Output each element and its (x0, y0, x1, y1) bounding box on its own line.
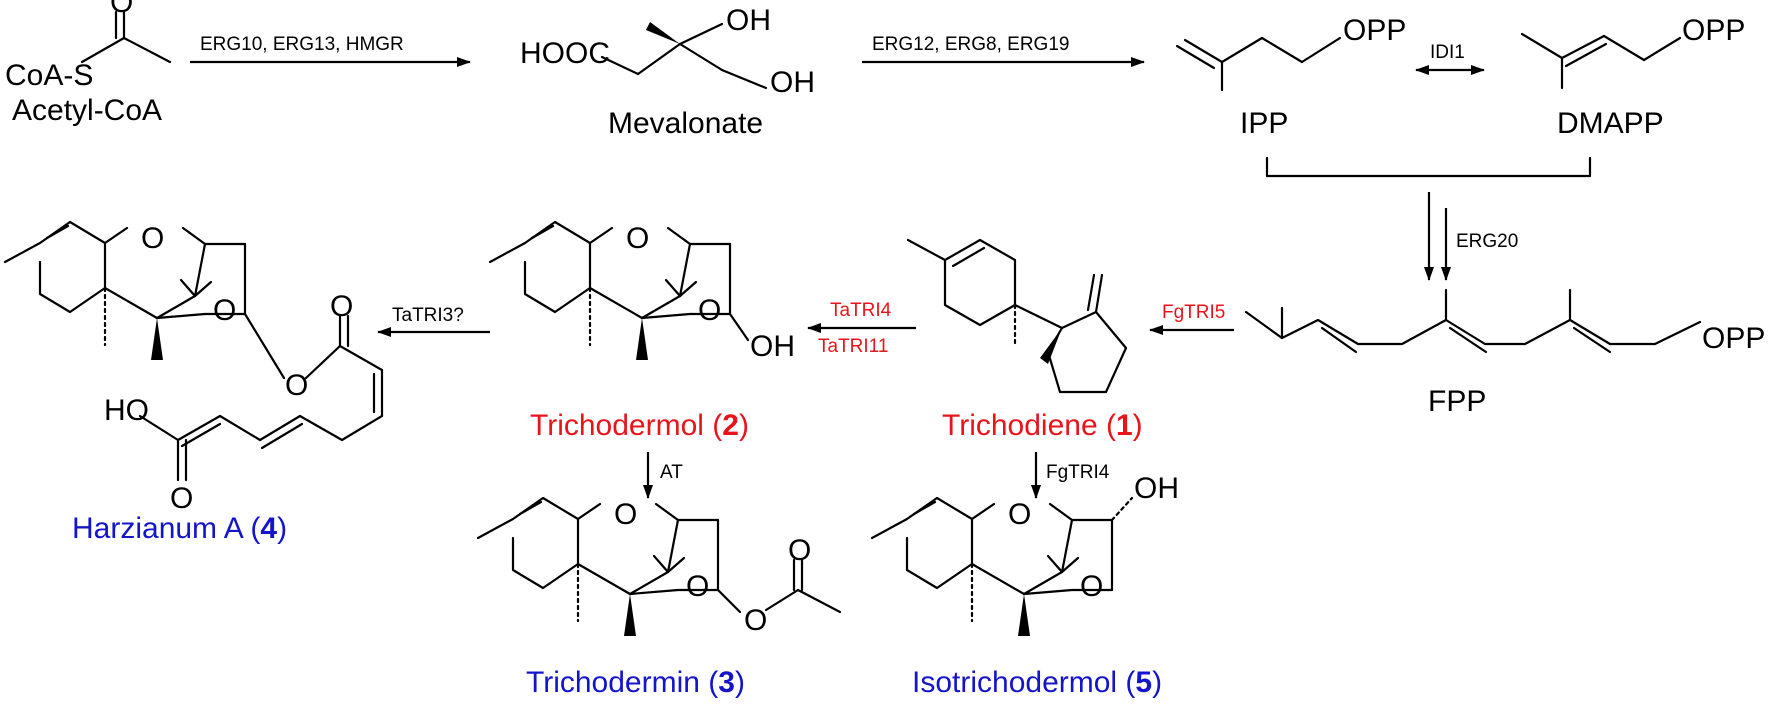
trichodermin-ester-o: O (744, 604, 767, 637)
ipp-label: IPP (1240, 107, 1288, 140)
acetyl-coa-structure: O CoA-S Acetyl-CoA (5, 0, 172, 127)
enzyme-tri4a: TaTRI4 (830, 300, 892, 321)
trichodermol-oh: OH (750, 330, 795, 363)
acetyl-coa-label: Acetyl-CoA (12, 94, 162, 127)
isotrichodermol-epoxide-o: O (1080, 570, 1103, 603)
fpp-structure: OPP FPP (1244, 288, 1765, 418)
enzyme-tri11: TaTRI11 (818, 336, 888, 357)
harzianum-carbonyl-o: O (330, 290, 353, 323)
harzianum-ester-o: O (285, 369, 308, 402)
enzyme-tri4b: FgTRI4 (1046, 462, 1110, 483)
harzianum-epoxide-o: O (213, 294, 236, 327)
harzianum-ring-o: O (141, 222, 164, 255)
trichodermol-structure: OH O O Trichodermol (2) (488, 220, 795, 442)
trichodermin-carbonyl-o: O (788, 534, 811, 567)
isotrichodermol-ring-o: O (1008, 498, 1031, 531)
harzianum-acid-o: O (170, 482, 193, 515)
dmapp-structure: OPP DMAPP (1520, 14, 1745, 140)
trichodermin-structure: O O O O Trichodermin (3) (476, 496, 842, 699)
enzyme-step2: ERG12, ERG8, ERG19 (872, 34, 1069, 55)
condensation-bracket (1265, 156, 1592, 178)
mevalonate-oh-right: OH (770, 66, 815, 99)
mevalonate-structure: HOOC OH OH Mevalonate (520, 4, 815, 140)
enzyme-at: AT (660, 462, 683, 483)
mevalonate-oh-top: OH (726, 4, 771, 37)
isotrichodermol-structure: O O OH Isotrichodermol (5) (870, 472, 1179, 699)
trichodermin-ring-o: O (614, 498, 637, 531)
harzianum-label: Harzianum A (4) (72, 512, 287, 545)
acetyl-coa-group: CoA-S (5, 59, 93, 92)
enzyme-tri3: TaTRI3? (392, 305, 464, 326)
trichodermin-label: Trichodermin (3) (526, 666, 745, 699)
dmapp-label: DMAPP (1557, 107, 1664, 140)
enzyme-step1: ERG10, ERG13, HMGR (200, 34, 404, 55)
ipp-structure: OPP IPP (1175, 14, 1406, 140)
mevalonate-acid: HOOC (520, 37, 610, 70)
dmapp-opp: OPP (1682, 14, 1745, 47)
enzyme-isomerase: IDI1 (1430, 42, 1465, 63)
isotrichodermol-oh: OH (1134, 472, 1179, 505)
trichodermol-epoxide-o: O (698, 294, 721, 327)
trichodermol-label: Trichodermol (2) (530, 409, 749, 442)
acetyl-coa-oxygen: O (110, 0, 133, 19)
trichodiene-structure: Trichodiene (1) (906, 238, 1143, 442)
trichodermin-epoxide-o: O (686, 570, 709, 603)
trichodiene-label: Trichodiene (1) (942, 409, 1143, 442)
ipp-opp: OPP (1343, 14, 1406, 47)
mevalonate-label: Mevalonate (608, 107, 763, 140)
enzyme-tri5: FgTRI5 (1162, 302, 1225, 323)
trichodermol-ring-o: O (626, 222, 649, 255)
enzyme-fpp-synthase: ERG20 (1456, 231, 1518, 252)
fpp-opp: OPP (1702, 322, 1765, 355)
fpp-label: FPP (1428, 385, 1486, 418)
harzianum-acid-oh: HO (104, 394, 149, 427)
harzianum-structure: O O O O HO O Harzianum A (4) (3, 220, 384, 545)
isotrichodermol-label: Isotrichodermol (5) (912, 666, 1162, 699)
